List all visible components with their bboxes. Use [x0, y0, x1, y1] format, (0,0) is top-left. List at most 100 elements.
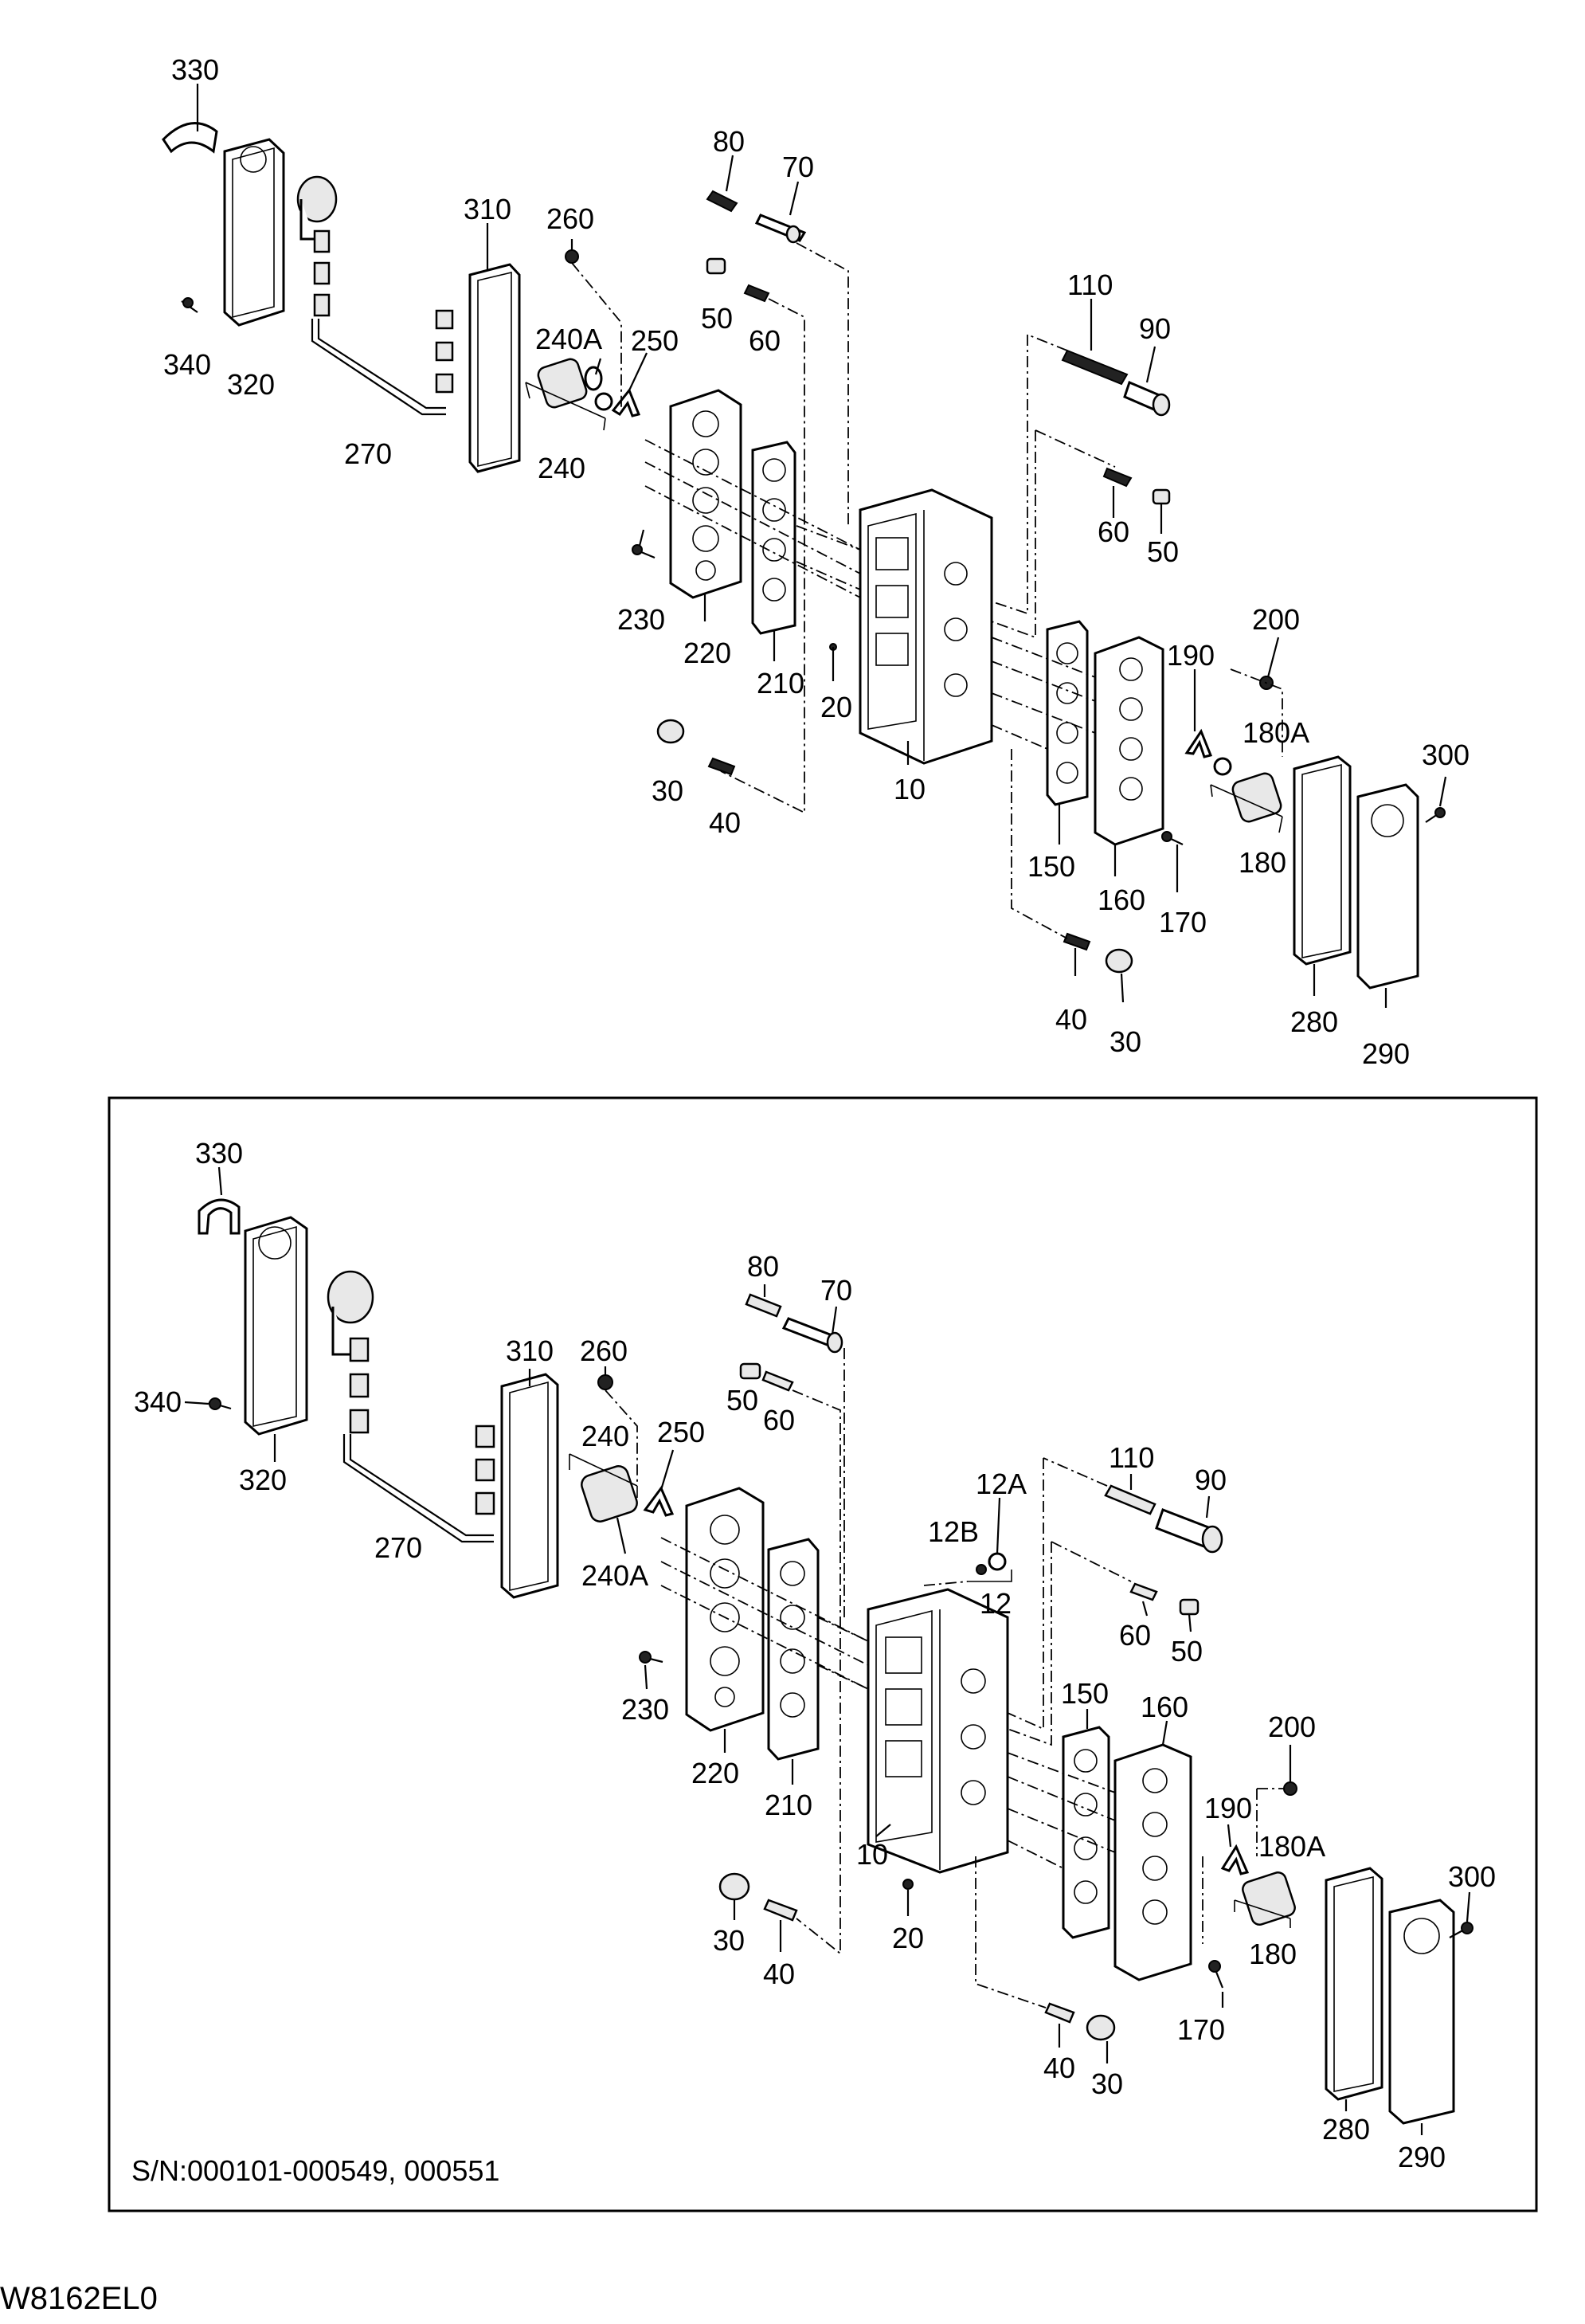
ball-12b-icon	[976, 1564, 987, 1575]
plug-50b-icon	[1152, 488, 1171, 505]
spring-110-icon	[1061, 349, 1129, 386]
label: 70	[782, 151, 814, 183]
label: 30	[713, 1924, 745, 1957]
label: 50	[726, 1384, 758, 1417]
pin-20-icon	[829, 643, 837, 661]
label: 180	[1239, 846, 1286, 879]
label: 230	[621, 1693, 669, 1726]
label: 270	[374, 1531, 422, 1564]
oring-240a-icon	[594, 392, 613, 411]
ball-200-icon	[1283, 1781, 1297, 1796]
label: 80	[747, 1250, 779, 1283]
gasket-280-icon	[1293, 755, 1352, 966]
label: 60	[763, 1404, 795, 1436]
cover-290-icon	[1356, 783, 1419, 990]
plug-30b-icon	[1105, 948, 1133, 974]
label: 190	[1204, 1792, 1252, 1824]
label: 210	[757, 667, 804, 700]
gasket-310-icon	[500, 1373, 559, 1599]
label: 250	[631, 324, 679, 357]
label: 160	[1098, 884, 1145, 916]
gasket-210-icon	[767, 1538, 820, 1761]
bolt-230-icon	[639, 1651, 663, 1664]
label: 250	[657, 1416, 705, 1448]
plug-12a-icon	[988, 1552, 1007, 1571]
label: 220	[683, 637, 731, 669]
label: 70	[820, 1274, 852, 1307]
diagram-code: W8162EL0	[0, 2281, 158, 2316]
bolt-300-icon	[1425, 807, 1446, 823]
label: 170	[1159, 906, 1207, 939]
clip-330-icon	[162, 122, 218, 154]
plug-30-icon	[718, 1872, 750, 1901]
solenoid-240-icon	[581, 1465, 638, 1523]
spring-80-icon	[745, 1293, 782, 1318]
label: 330	[195, 1137, 243, 1170]
main-valve-body-10-icon	[867, 1588, 1009, 1874]
label: 40	[763, 1958, 795, 1990]
oring-180a-icon	[1213, 757, 1232, 776]
label: 230	[617, 603, 665, 636]
gasket-150-icon	[1062, 1726, 1110, 1939]
label: 180A	[1258, 1830, 1325, 1863]
label: 60	[1098, 515, 1129, 548]
spring-40-icon	[707, 757, 736, 776]
spool-90-icon	[1155, 1508, 1223, 1554]
gasket-320-icon	[223, 138, 285, 327]
clamp-190-icon	[1184, 728, 1213, 758]
spring-60b-icon	[1129, 1582, 1158, 1601]
label: 30	[652, 774, 683, 807]
label: 10	[894, 773, 926, 805]
label: 200	[1268, 1711, 1316, 1743]
bottom-diagram: 330 340 320 270 310 260 240 250 240A 80 …	[131, 1137, 1496, 2187]
bolt-300-icon	[1449, 1922, 1473, 1938]
label: 90	[1139, 312, 1171, 345]
label: 190	[1167, 639, 1215, 672]
label: 290	[1362, 1037, 1410, 1070]
bolt-230-icon	[632, 544, 656, 559]
label: 280	[1322, 2113, 1370, 2146]
clamp-250-icon	[643, 1486, 675, 1517]
label: 50	[701, 302, 733, 335]
spring-80-icon	[706, 190, 738, 213]
label: 12	[980, 1587, 1012, 1620]
spring-60-icon	[743, 284, 770, 303]
dash-lines-bottom	[605, 1348, 1284, 2009]
label: 80	[713, 125, 745, 158]
label: 320	[227, 368, 275, 401]
labels-bottom: 330 340 320 270 310 260 240 250 240A 80 …	[134, 1137, 1496, 2173]
plug-50-icon	[739, 1362, 761, 1380]
label: 110	[1067, 268, 1113, 301]
plug-30-icon	[656, 719, 685, 744]
serial-number-note: S/N:000101-000549, 000551	[131, 2154, 499, 2187]
label: 60	[1119, 1619, 1151, 1652]
gasket-320-icon	[244, 1216, 308, 1436]
pin-20-icon	[902, 1879, 914, 1890]
label: 240A	[581, 1559, 648, 1592]
label: 260	[546, 202, 594, 235]
ball-260-icon	[597, 1374, 613, 1390]
label: 20	[820, 691, 852, 723]
bolt-340-icon	[208, 1397, 232, 1410]
top-diagram: 330 340 320 270 310 260 240A 250 240 80 …	[162, 53, 1470, 1070]
ball-260-icon	[565, 249, 579, 264]
gasket-150-icon	[1046, 620, 1089, 806]
spool-70-icon	[754, 214, 807, 244]
label: 310	[506, 1334, 554, 1367]
label: 280	[1290, 1005, 1338, 1038]
label: 270	[344, 437, 392, 470]
labels-top: 330 340 320 270 310 260 240A 250 240 80 …	[163, 53, 1470, 1070]
label: 20	[892, 1922, 924, 1954]
gasket-310-icon	[468, 263, 521, 473]
label: 240	[538, 452, 585, 484]
label: 300	[1422, 739, 1470, 771]
label: 290	[1398, 2141, 1446, 2173]
label: 180	[1249, 1938, 1297, 1970]
spring-40b-icon	[1044, 2002, 1075, 2024]
label: 50	[1171, 1635, 1203, 1668]
label: 150	[1027, 850, 1075, 883]
clamp-190-icon	[1220, 1844, 1250, 1875]
spool-90-icon	[1123, 380, 1171, 417]
label: 210	[765, 1789, 812, 1821]
